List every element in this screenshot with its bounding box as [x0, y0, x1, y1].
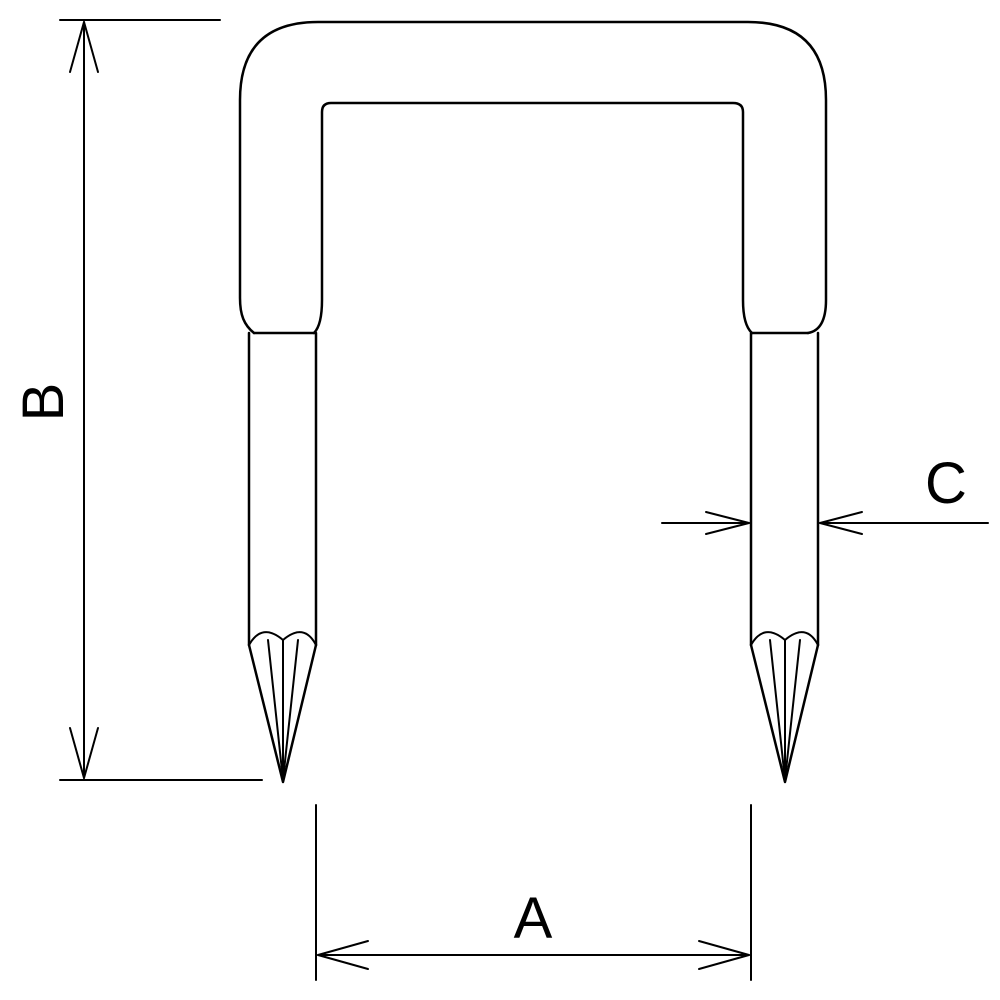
right-leg-tip [749, 631, 820, 784]
dimension-c-left-arrow [705, 511, 750, 535]
dimension-b-bottom-arrow [69, 727, 99, 779]
dimension-c-right-arrow [819, 511, 863, 535]
staple-outer-outline [238, 20, 828, 335]
dimension-a-right-arrow [698, 940, 750, 970]
dimension-b-top-arrow [69, 21, 99, 73]
dimension-b: B [11, 19, 263, 781]
left-leg-tip [247, 631, 318, 784]
dimension-a-label: A [514, 886, 553, 951]
dimension-c: C [661, 451, 989, 535]
dimension-a: A [315, 804, 752, 981]
dimension-b-label: B [11, 383, 76, 422]
right-leg [749, 331, 820, 647]
staple-shape [238, 20, 828, 784]
left-leg [247, 331, 318, 647]
staple-inner-outline [312, 101, 754, 335]
dimension-c-label: C [925, 451, 967, 516]
dimension-a-left-arrow [317, 940, 369, 970]
